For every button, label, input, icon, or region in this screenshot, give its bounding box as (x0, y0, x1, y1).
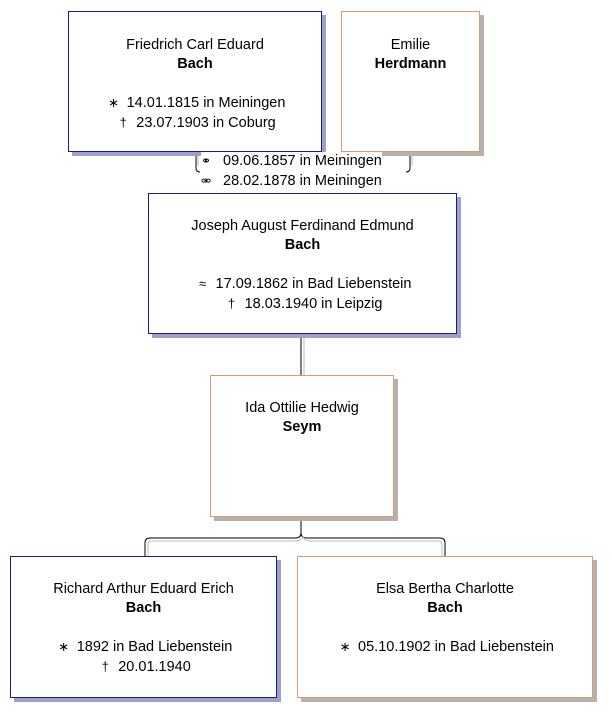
marriage-rings-icon: ⚭ (201, 154, 212, 168)
parents-bracket (195, 152, 201, 173)
death-event: † 18.03.1940 in Leipzig (149, 294, 456, 314)
divorce-event: ⚮28.02.1878 in Meiningen (201, 172, 382, 191)
death-icon: † (119, 115, 127, 130)
person-box-father[interactable]: Friedrich Carl Eduard Bach ∗ 14.01.1815 … (68, 11, 322, 152)
person-box-subject[interactable]: Joseph August Ferdinand Edmund Bach ≈ 17… (148, 193, 457, 334)
person-box-child[interactable]: Richard Arthur Eduard Erich Bach ∗ 1892 … (10, 556, 277, 698)
death-event: † 23.07.1903 in Coburg (69, 113, 321, 133)
person-box-mother[interactable]: Emilie Herdmann (341, 11, 480, 152)
surname: Bach (125, 600, 162, 616)
given-name: Ida Ottilie Hedwig (245, 400, 359, 416)
death-event: † 20.01.1940 (11, 657, 276, 677)
parents-bracket-right (405, 152, 411, 173)
death-icon: † (101, 659, 109, 674)
given-name: Elsa Bertha Charlotte (376, 581, 514, 597)
baptism-event: ≈ 17.09.1862 in Bad Liebenstein (149, 274, 456, 294)
surname: Seym (282, 419, 322, 435)
given-name: Richard Arthur Eduard Erich (53, 581, 234, 597)
birth-event: ∗ 14.01.1815 in Meiningen (69, 93, 321, 113)
death-icon: † (227, 296, 236, 311)
marriage-event: ⚭09.06.1857 in Meiningen (201, 152, 382, 171)
surname: Bach (177, 56, 213, 72)
surname: Bach (427, 600, 463, 616)
birth-icon: ∗ (108, 95, 120, 110)
birth-event: ∗ 1892 in Bad Liebenstein (11, 637, 276, 657)
birth-icon: ∗ (339, 639, 351, 654)
person-box-spouse[interactable]: Ida Ottilie Hedwig Seym (210, 375, 394, 517)
birth-event: ∗ 05.10.1902 in Bad Liebenstein (298, 637, 592, 657)
given-name: Joseph August Ferdinand Edmund (191, 218, 414, 234)
birth-icon: ∗ (58, 639, 70, 654)
person-box-child[interactable]: Elsa Bertha Charlotte Bach ∗ 05.10.1902 … (297, 556, 593, 698)
divorce-icon: ⚮ (201, 174, 212, 188)
given-name: Friedrich Carl Eduard (126, 37, 264, 53)
surname: Herdmann (374, 56, 447, 72)
children-bracket (144, 532, 446, 556)
given-name: Emilie (390, 37, 431, 53)
surname: Bach (284, 237, 321, 253)
baptism-icon: ≈ (198, 276, 207, 291)
